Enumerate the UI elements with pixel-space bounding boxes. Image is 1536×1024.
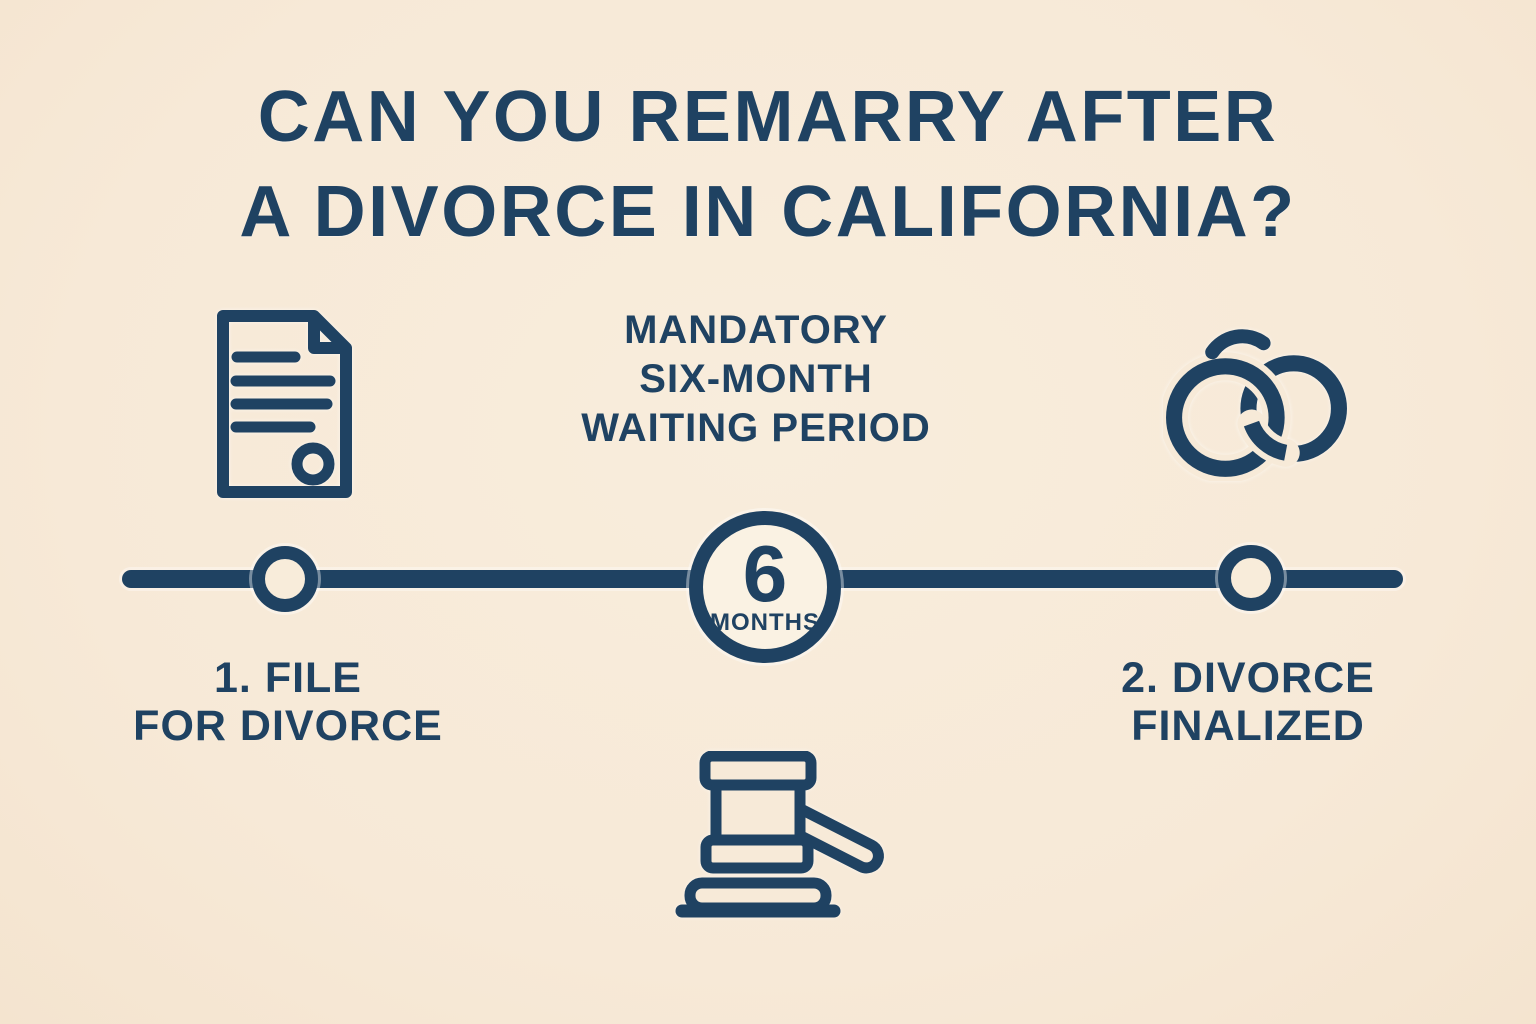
step-1-line-2: FOR DIVORCE	[133, 702, 443, 750]
note-line-1: MANDATORY	[624, 308, 888, 352]
months-value: 6	[742, 529, 788, 618]
page-title: CAN YOU REMARRY AFTER A DIVORCE IN CALIF…	[0, 70, 1536, 260]
step-1-label: 1. FILE FOR DIVORCE	[68, 654, 508, 750]
divorce-papers-icon	[217, 310, 352, 498]
waiting-period-heading: MANDATORY SIX-MONTH WAITING PERIOD	[496, 306, 1016, 453]
title-line-2: A DIVORCE IN CALIFORNIA?	[239, 172, 1297, 252]
step-2-line-2: FINALIZED	[1131, 702, 1365, 750]
timeline-node-finalized	[1218, 545, 1284, 611]
months-unit: MONTHS	[710, 609, 820, 636]
timeline-node-file	[252, 546, 318, 612]
gavel-icon	[675, 751, 884, 918]
title-line-1: CAN YOU REMARRY AFTER	[257, 77, 1279, 157]
step-2-line-1: 2. DIVORCE	[1121, 654, 1375, 702]
note-line-3: WAITING PERIOD	[581, 406, 931, 450]
wedding-rings-icon	[1163, 329, 1347, 481]
step-2-label: 2. DIVORCE FINALIZED	[1028, 654, 1468, 750]
note-line-2: SIX-MONTH	[639, 357, 873, 401]
step-1-line-1: 1. FILE	[214, 654, 362, 702]
six-months-badge: 6 MONTHS	[689, 511, 841, 663]
